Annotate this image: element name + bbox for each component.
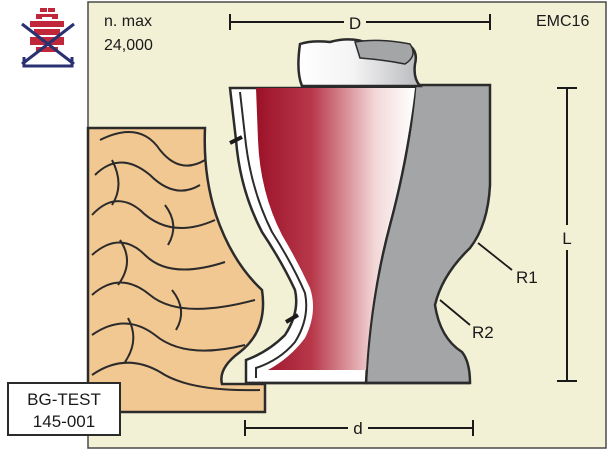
dimension-D: [229, 14, 491, 30]
R1-label: R1: [516, 268, 538, 287]
speed-value: 24,000: [104, 37, 153, 54]
R1-leader: [477, 242, 513, 271]
shank-twist: [354, 39, 414, 65]
test-badge: BG-TEST 145-001: [7, 382, 121, 436]
R2-label: R2: [472, 323, 494, 342]
dimension-D-label: D: [349, 14, 361, 33]
dimension-d: [244, 420, 474, 436]
cutter-inner-outline: [239, 91, 308, 378]
dimension-d-label: d: [353, 419, 362, 438]
wood-workpiece: [86, 126, 267, 414]
test-badge-line1: BG-TEST: [27, 390, 101, 409]
speed-label: n. max: [104, 13, 152, 30]
R2-leader: [439, 299, 471, 326]
no-hand-feed-icon: [21, 8, 75, 68]
model-code: EMC16: [536, 13, 589, 30]
dimension-L-label: L: [562, 229, 571, 248]
test-badge-line2: 145-001: [33, 412, 95, 431]
dimension-L: [557, 87, 577, 382]
red-cutting-face: [256, 88, 415, 370]
edge-mark-2: [284, 313, 300, 324]
edge-mark-1: [229, 135, 243, 145]
